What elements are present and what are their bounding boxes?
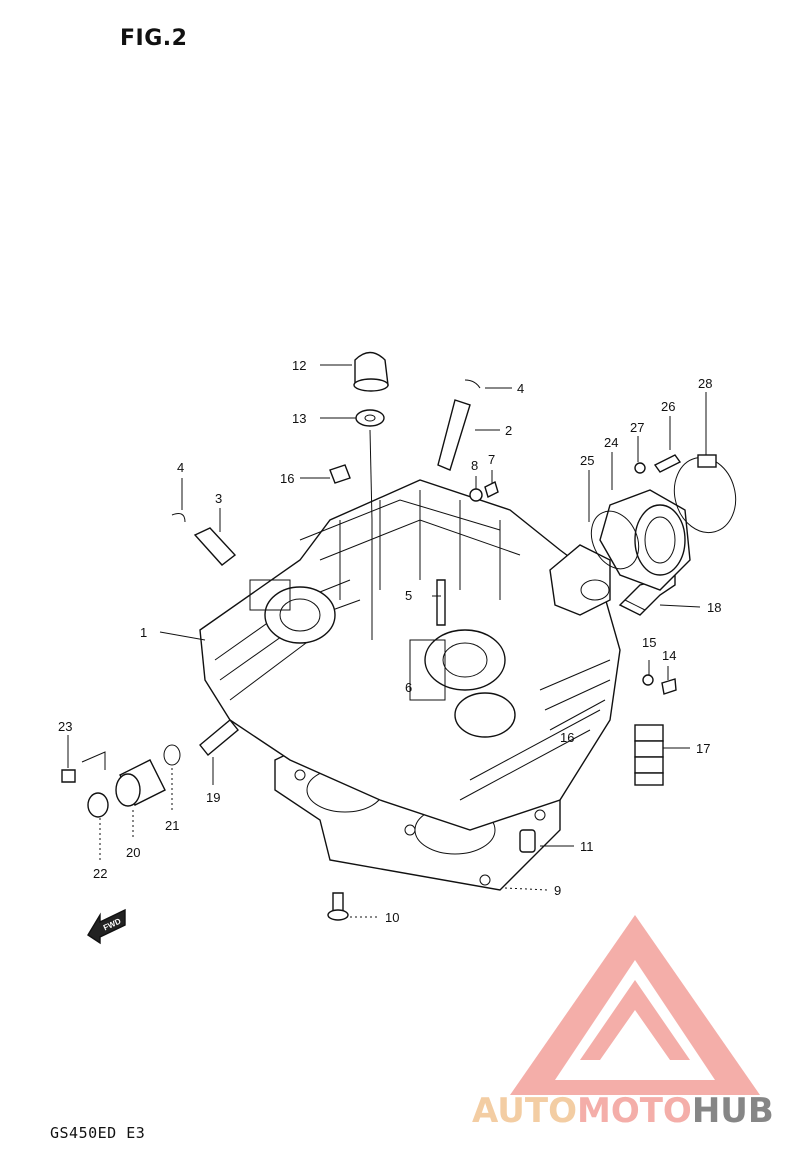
cap-12 [353, 351, 389, 392]
o-ring [590, 510, 640, 570]
bolt-7 [484, 481, 499, 498]
plug-22 [87, 792, 109, 818]
washer-15 [642, 674, 654, 686]
bolt-5 [436, 579, 446, 626]
callout-21: 21 [165, 818, 179, 833]
callout-6: 6 [405, 680, 412, 695]
callout-16-bottom: 16 [560, 730, 574, 745]
bolt-10 [327, 892, 349, 921]
clip-4-top [464, 379, 481, 389]
dowel-pin-11 [519, 829, 536, 853]
watermark-auto: AUTO [472, 1091, 577, 1131]
svg-text:AUTOMOTOHUB: AUTOMOTOHUB [472, 1091, 774, 1131]
callout-13: 13 [292, 411, 306, 426]
valve-guide-3 [193, 527, 237, 566]
callout-14: 14 [662, 648, 676, 663]
damper-17 [634, 724, 664, 786]
callout-12: 12 [292, 358, 306, 373]
callout-18: 18 [707, 600, 721, 615]
callout-24: 24 [604, 435, 618, 450]
washer-13 [355, 409, 385, 427]
intake-clamp [673, 456, 737, 534]
callout-4-left: 4 [177, 460, 184, 475]
plug-cap-20 [115, 759, 166, 807]
screw-26 [653, 454, 682, 473]
fwd-arrow-icon: FWD [87, 908, 126, 945]
callout-9: 9 [554, 883, 561, 898]
callout-20: 20 [126, 845, 140, 860]
intake-pipe [599, 489, 691, 591]
callout-19: 19 [206, 790, 220, 805]
clip-4-left [171, 513, 186, 523]
washer-27 [634, 462, 646, 474]
callout-4-top: 4 [517, 381, 524, 396]
nut-8 [469, 488, 483, 502]
automotohub-logo: AUTOMOTOHUB [472, 915, 774, 1131]
figure-title: FIG.2 [120, 26, 188, 51]
screw-23 [61, 769, 76, 783]
rocker-arm-right [549, 544, 611, 616]
callout-17: 17 [696, 741, 710, 756]
callout-25: 25 [580, 453, 594, 468]
clamp-screw [697, 454, 717, 468]
bolt-14 [661, 678, 677, 695]
callout-23: 23 [58, 719, 72, 734]
callout-22: 22 [93, 866, 107, 881]
callout-3: 3 [215, 491, 222, 506]
callout-11: 11 [580, 839, 594, 854]
bolt-16 [329, 464, 351, 484]
callout-10: 10 [385, 910, 399, 925]
watermark-moto: MOTO [577, 1091, 692, 1131]
callout-7: 7 [488, 452, 495, 467]
callout-26: 26 [661, 399, 675, 414]
callout-5: 5 [405, 588, 412, 603]
callout-8: 8 [471, 458, 478, 473]
callout-28: 28 [698, 376, 712, 391]
callout-27: 27 [630, 420, 644, 435]
callout-16-top: 16 [280, 471, 294, 486]
callout-1: 1 [140, 625, 147, 640]
callout-2: 2 [505, 423, 512, 438]
model-code: GS450ED E3 [50, 1124, 146, 1142]
watermark-hub: HUB [692, 1091, 774, 1131]
sensor-19 [199, 719, 239, 756]
valve-guide-2 [437, 399, 471, 471]
washer-21 [163, 744, 181, 766]
cylinder-head [199, 479, 621, 831]
callout-15: 15 [642, 635, 656, 650]
